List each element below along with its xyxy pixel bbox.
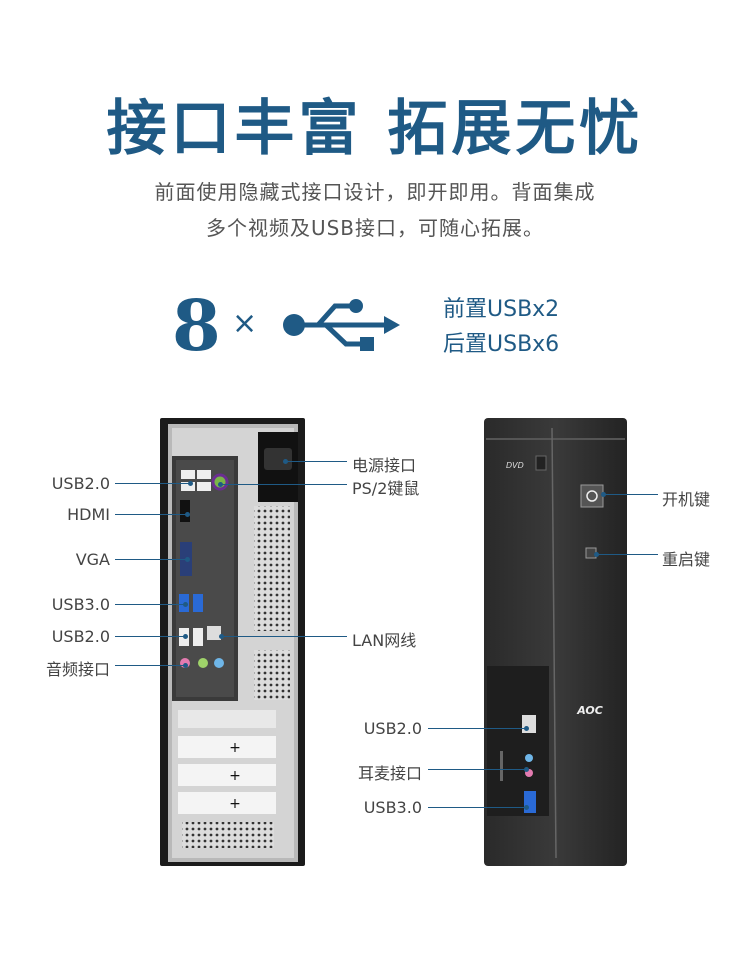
label-front-usb20: USB2.0 [363,719,422,738]
svg-text:+: + [229,768,241,784]
usb-summary: 8 × 前置USBx2 后置USBx6 [0,284,750,367]
subtitle-line-1: 前面使用隐藏式接口设计，即开即用。背面集成 [154,180,596,204]
subtitle-line-2: 多个视频及USB接口，可随心拓展。 [205,216,545,240]
times-sign: × [232,306,258,341]
label-rear-vga: VGA [75,550,110,569]
label-front-headphone: 耳麦接口 [357,764,422,783]
rear-pc-illustration: + + + [160,418,305,866]
label-front-usb30: USB3.0 [363,798,422,817]
usb-icon [283,299,400,351]
usb-rear-count: 后置USBx6 [443,332,560,357]
label-front-reset: 重启键 [662,550,711,569]
label-rear-lan: LAN网线 [352,631,417,650]
usb-front-count: 前置USBx2 [443,297,560,322]
label-front-power: 开机键 [662,490,711,509]
page-title: 接口丰富 拓展无忧 [106,94,644,164]
usb-count: 8 [172,284,221,367]
label-rear-usb20-bottom: USB2.0 [51,627,110,646]
brand-logo: AOC [576,704,603,717]
label-rear-power: 电源接口 [352,456,417,475]
label-rear-usb20-top: USB2.0 [51,474,110,493]
label-rear-audio: 音频接口 [45,660,110,679]
svg-text:+: + [229,740,241,756]
label-rear-usb30: USB3.0 [51,595,110,614]
label-rear-ps2: PS/2键鼠 [352,479,420,498]
svg-text:+: + [229,796,241,812]
label-rear-hdmi: HDMI [67,505,110,524]
front-pc-illustration: DVD AOC [484,418,627,866]
dvd-logo: DVD [506,461,524,470]
